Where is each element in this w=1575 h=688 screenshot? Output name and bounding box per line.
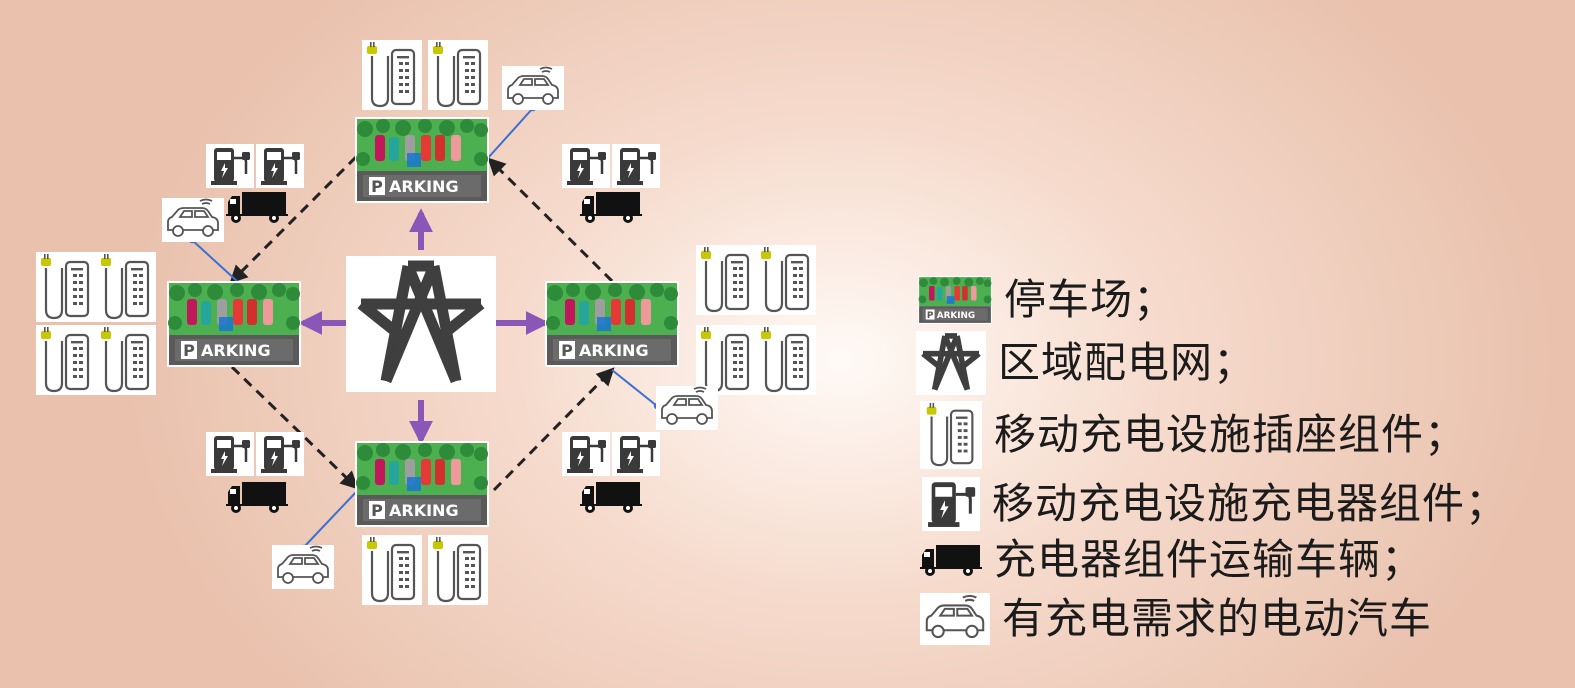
electric-car-icon [272,545,334,589]
charger-icon [562,432,610,476]
legend-label: 区域配电网； [998,338,1257,387]
charger-icon [256,144,304,188]
svg-text:ARKING: ARKING [201,341,271,360]
legend-item-ev: 有充电需求的电动汽车 [920,590,1432,648]
legend-item-truck: 充电器组件运输车辆； [920,536,1424,584]
truck-icon [920,543,982,577]
charging-socket-icon [428,40,488,110]
charger-icon [206,144,254,188]
charging-socket-icon [96,325,156,395]
svg-text:ARKING: ARKING [389,501,459,520]
charging-socket-icon [96,252,156,322]
parking-lot-top: P ARKING [355,117,489,203]
parking-lot-right: P ARKING [545,281,679,367]
svg-text:ARKING: ARKING [389,177,459,196]
electric-car-icon [656,386,718,430]
svg-text:P: P [183,341,195,360]
svg-text:ARKING: ARKING [579,341,649,360]
truck-icon [580,480,642,514]
charger-icon [612,432,660,476]
charger-icon [612,144,660,188]
charging-socket-icon [920,401,982,469]
svg-text:P: P [927,311,934,321]
parking-lot-bottom: P ARKING [355,441,489,527]
svg-text:P: P [371,501,383,520]
electric-car-icon [920,593,990,645]
legend-item-socket: 移动充电设施插座组件； [920,400,1467,470]
legend-label: 移动充电设施插座组件； [994,410,1468,459]
charging-socket-icon [696,245,756,315]
dashed-link-top-left [229,155,358,284]
legend-item-charger: 移动充电设施充电器组件； [922,476,1508,532]
dashed-link-right-top [487,157,614,283]
legend-label: 有充电需求的电动汽车 [1002,594,1433,643]
transmission-tower-icon [916,331,986,395]
legend-label: 停车场； [1004,275,1177,324]
svg-text:P: P [561,341,573,360]
dashed-link-bottom-right [492,367,615,492]
electric-car-icon [162,198,224,242]
legend-item-grid: 区域配电网； [916,330,1256,396]
svg-text:ARKING: ARKING [937,311,975,321]
legend-label: 移动充电设施充电器组件； [992,479,1509,528]
charger-icon [256,432,304,476]
dashed-link-left-bottom [230,365,359,490]
charging-socket-icon [428,535,488,605]
ev-link-bottom [299,489,359,552]
charger-icon [206,432,254,476]
charger-icon [922,477,980,531]
charging-socket-icon [362,40,422,110]
charging-socket-icon [756,245,816,315]
ev-link-left [188,236,239,283]
charging-socket-icon [756,325,816,395]
transmission-tower-icon [346,256,496,392]
parking-lot-left: P ARKING [167,281,301,367]
truck-icon [226,190,288,224]
electric-car-icon [502,66,564,110]
charging-socket-icon [362,535,422,605]
parking-lot-icon: P ARKING [918,276,992,324]
ev-link-top [487,104,537,159]
ev-link-right [611,369,661,410]
truck-icon [226,480,288,514]
charging-socket-icon [36,325,96,395]
charging-socket-icon [36,252,96,322]
charging-socket-icon [696,325,756,395]
legend-label: 充电器组件运输车辆； [994,535,1425,584]
truck-icon [580,190,642,224]
svg-text:P: P [371,177,383,196]
charger-icon [562,144,610,188]
legend-item-parking: P ARKING 停车场； [918,274,1176,326]
